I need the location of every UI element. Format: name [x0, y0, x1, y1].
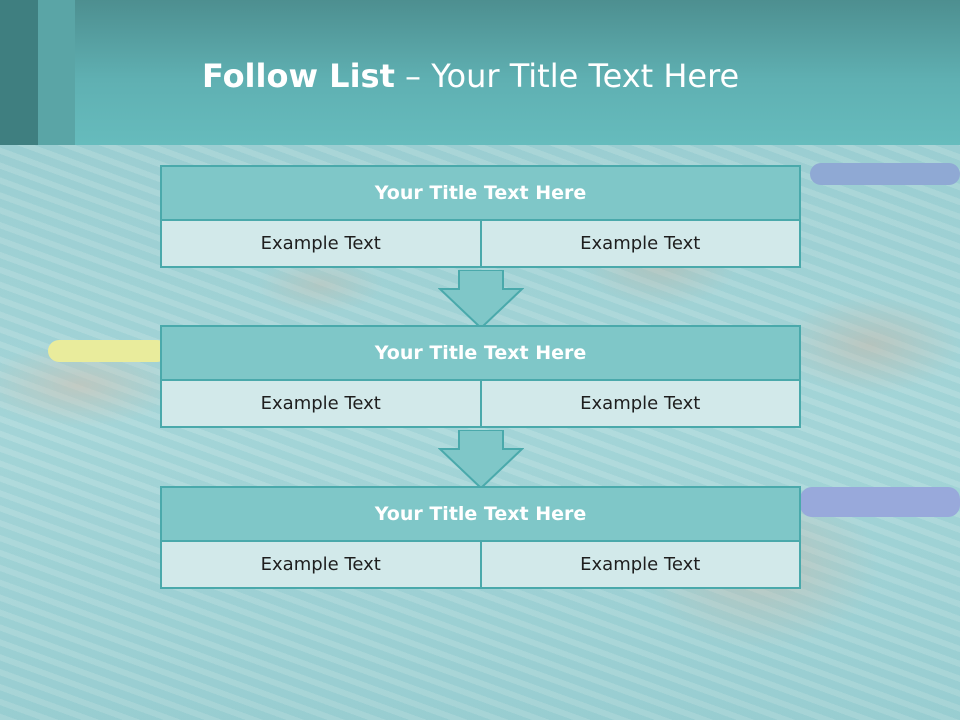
- block-title: Your Title Text Here: [160, 165, 801, 221]
- list-block-2: Your Title Text Here Example Text Exampl…: [160, 325, 801, 428]
- slide-title: Follow List – Your Title Text Here: [202, 54, 739, 98]
- block-cell-right: Example Text: [479, 219, 801, 268]
- header-band: Follow List – Your Title Text Here: [0, 0, 960, 145]
- block-cell-right: Example Text: [479, 379, 801, 428]
- header-accent-stripe: [0, 0, 38, 145]
- pool-noodle-blue: [810, 163, 960, 185]
- block-row: Example Text Example Text: [160, 379, 801, 428]
- down-arrow-icon: [438, 270, 524, 330]
- pool-noodle-yellow: [48, 340, 168, 362]
- block-title: Your Title Text Here: [160, 325, 801, 381]
- block-row: Example Text Example Text: [160, 219, 801, 268]
- block-cell-left: Example Text: [160, 219, 482, 268]
- block-title: Your Title Text Here: [160, 486, 801, 542]
- header-accent-stripe-light: [38, 0, 75, 145]
- slide-title-bold: Follow List: [202, 57, 395, 95]
- list-block-1: Your Title Text Here Example Text Exampl…: [160, 165, 801, 268]
- pool-noodle-blue: [800, 487, 960, 517]
- block-cell-left: Example Text: [160, 540, 482, 589]
- block-row: Example Text Example Text: [160, 540, 801, 589]
- block-cell-left: Example Text: [160, 379, 482, 428]
- list-block-3: Your Title Text Here Example Text Exampl…: [160, 486, 801, 589]
- down-arrow-icon: [438, 430, 524, 490]
- slide-title-rest: – Your Title Text Here: [394, 57, 740, 95]
- block-cell-right: Example Text: [479, 540, 801, 589]
